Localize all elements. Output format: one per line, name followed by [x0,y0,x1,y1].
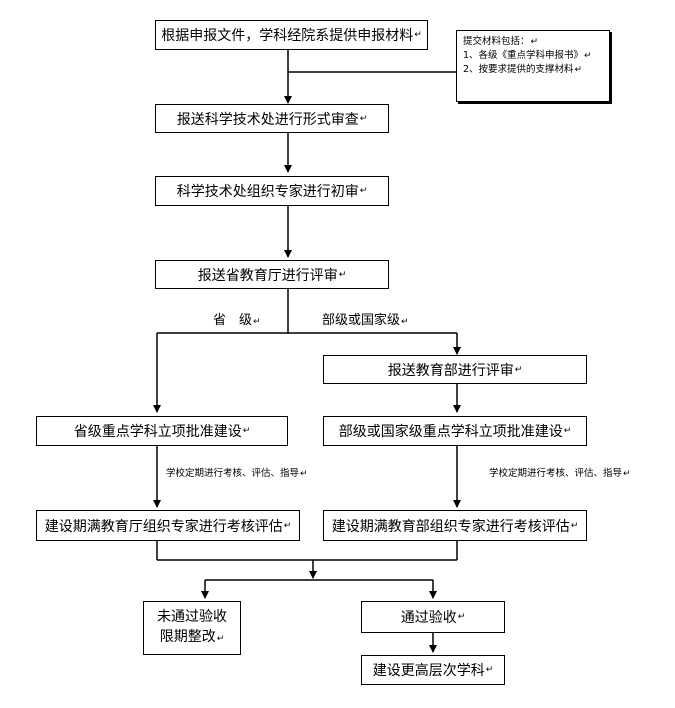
step-provincial-approval: 省级重点学科立项批准建设↵ [36,416,288,446]
materials-note-item2: 2、按要求提供的支撑材料↵ [463,64,583,75]
materials-note-item1: 1、各级《重点学科申报书》↵ [463,50,592,61]
materials-note-title: 提交材料包括：↵ [463,36,539,47]
result-failed: 未通过验收 限期整改↵ [143,601,241,655]
step-format-review: 报送科学技术处进行形式审查↵ [155,104,389,133]
periodic-label-left: 学校定期进行考核、评估、指导↵ [166,468,308,479]
step-submit-materials: 根据申报文件，学科经院系提供申报材料↵ [155,20,428,50]
step-ministry-assessment: 建设期满教育部组织专家进行考核评估↵ [323,510,587,541]
branch-label-provincial: 省 级↵ [213,313,261,328]
step-ministry-review: 报送教育部进行评审↵ [323,355,587,384]
periodic-label-right: 学校定期进行考核、评估、指导↵ [489,468,631,479]
step-national-approval: 部级或国家级重点学科立项批准建设↵ [323,416,587,446]
step-preliminary-review: 科学技术处组织专家进行初审↵ [155,176,389,206]
result-failed-line1: 未通过验收 [157,609,227,625]
step-higher-level: 建设更高层次学科↵ [361,655,505,685]
result-failed-line2: 限期整改↵ [159,629,225,645]
materials-note: 提交材料包括：↵ 1、各级《重点学科申报书》↵ 2、按要求提供的支撑材料↵ [456,30,610,102]
result-passed: 通过验收↵ [361,601,505,633]
branch-label-national: 部级或国家级↵ [322,313,409,328]
step-provincial-review: 报送省教育厅进行评审↵ [155,260,389,289]
step-provincial-assessment: 建设期满教育厅组织专家进行考核评估↵ [36,510,300,541]
